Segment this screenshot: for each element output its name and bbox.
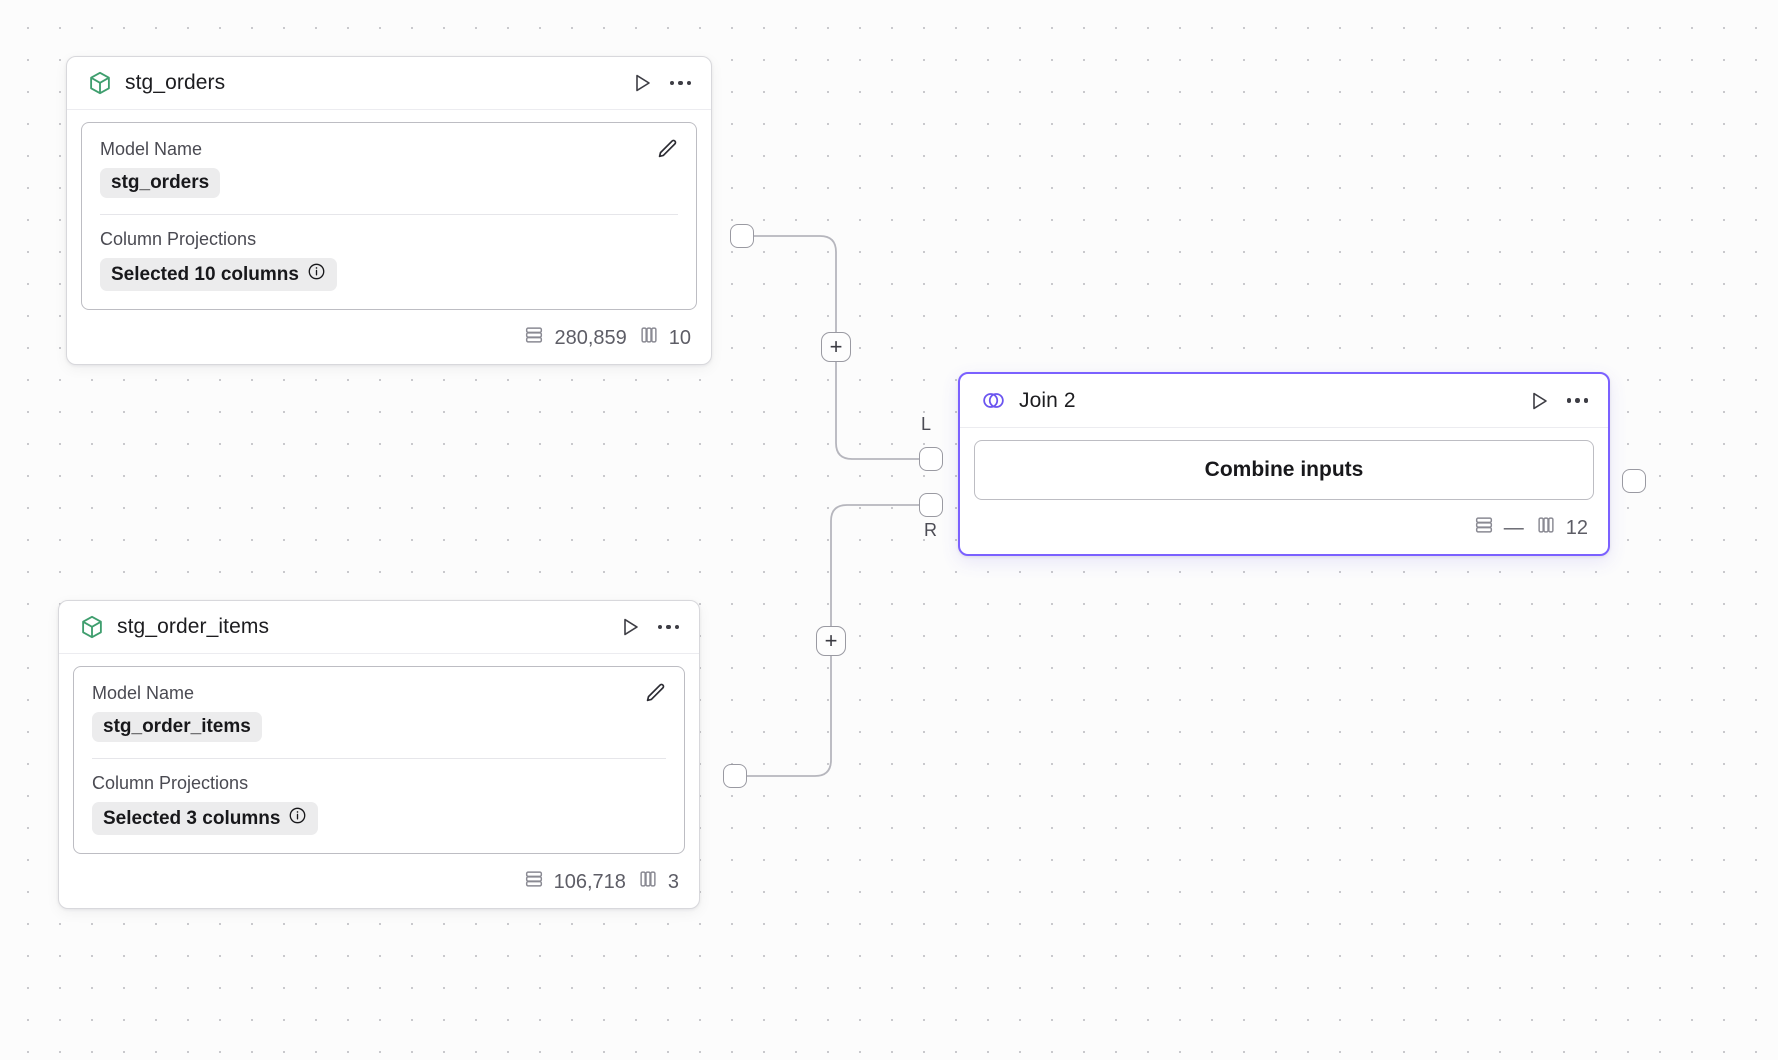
column-projections-value[interactable]: Selected 10 columns [100,258,337,291]
row-count-value: — [1503,516,1524,539]
node-header-actions [618,615,682,639]
column-count-stat: 3 [637,868,679,896]
join-right-port-label: R [924,520,937,540]
node-title: Join 2 [1019,388,1076,412]
model-name-text: stg_orders [111,172,210,193]
node-footer: 280,859 10 [67,318,711,364]
model-name-label: Model Name [100,139,203,159]
rows-icon [1473,514,1495,542]
row-count-value: 280,859 [554,326,627,349]
column-projections-label: Column Projections [100,229,257,249]
node-header: Join 2 [960,374,1608,428]
node-body: Model Name stg_orders Column Projections… [67,110,711,318]
more-icon[interactable] [668,75,694,92]
node-title: stg_orders [125,71,226,94]
cube-icon [87,70,113,96]
node-stg-order-items[interactable]: stg_order_items Model Na [58,600,700,909]
model-config-card: Model Name stg_order_items Column Projec… [73,666,685,854]
model-config-card: Model Name stg_orders Column Projections… [81,122,697,310]
combine-inputs-button[interactable]: Combine inputs [974,440,1594,500]
edit-pencil-icon[interactable] [655,137,680,167]
columns-icon [638,324,660,352]
node-stg-orders[interactable]: stg_orders Model Name [66,56,712,365]
output-port-stg-orders[interactable] [730,224,754,248]
column-count-value: 10 [668,326,691,349]
column-count-stat: 12 [1535,514,1588,542]
more-icon[interactable] [1565,392,1591,409]
row-count-stat: 280,859 [523,324,627,352]
row-count-value: 106,718 [553,870,626,893]
join-venn-icon [980,387,1007,414]
node-header-actions [630,71,694,95]
rows-icon [523,324,545,352]
model-name-text: stg_order_items [103,716,251,737]
column-projections-text: Selected 10 columns [111,263,299,285]
card-divider [100,214,678,215]
rows-icon [523,868,545,896]
node-body: Model Name stg_order_items Column Projec… [59,654,699,862]
model-name-value[interactable]: stg_order_items [92,712,262,742]
run-icon[interactable] [630,71,654,95]
column-count-value: 3 [667,870,679,893]
edge-add-button-top[interactable]: + [821,332,851,362]
row-count-stat: — [1473,514,1524,542]
output-port-join-2[interactable] [1622,469,1646,493]
join-input-port-left[interactable] [919,447,943,471]
column-projections-text: Selected 3 columns [103,807,281,829]
output-port-stg-order-items[interactable] [723,764,747,788]
join-left-port-label: L [921,414,932,434]
node-join-2[interactable]: Join 2 Combine inputs [958,372,1610,556]
cube-icon [79,614,105,640]
node-header: stg_order_items [59,601,699,654]
row-count-stat: 106,718 [523,868,626,896]
node-header-actions [1527,389,1591,413]
node-footer: — 12 [960,508,1608,554]
card-divider [92,758,666,759]
column-projections-label: Column Projections [92,773,249,793]
node-header: stg_orders [67,57,711,110]
node-body: Combine inputs [960,428,1608,508]
columns-icon [1535,514,1557,542]
run-icon[interactable] [618,615,642,639]
model-name-label: Model Name [92,683,195,703]
columns-icon [637,868,659,896]
join-input-port-right[interactable] [919,493,943,517]
node-title: stg_order_items [117,615,270,638]
info-icon[interactable] [307,262,326,287]
edge-add-button-bottom[interactable]: + [816,626,846,656]
run-icon[interactable] [1527,389,1551,413]
info-icon[interactable] [288,806,307,831]
model-name-value[interactable]: stg_orders [100,168,221,198]
node-footer: 106,718 3 [59,862,699,908]
column-count-stat: 10 [638,324,691,352]
column-count-value: 12 [1565,516,1588,539]
column-projections-value[interactable]: Selected 3 columns [92,802,319,835]
more-icon[interactable] [656,619,682,636]
edit-pencil-icon[interactable] [643,681,668,711]
